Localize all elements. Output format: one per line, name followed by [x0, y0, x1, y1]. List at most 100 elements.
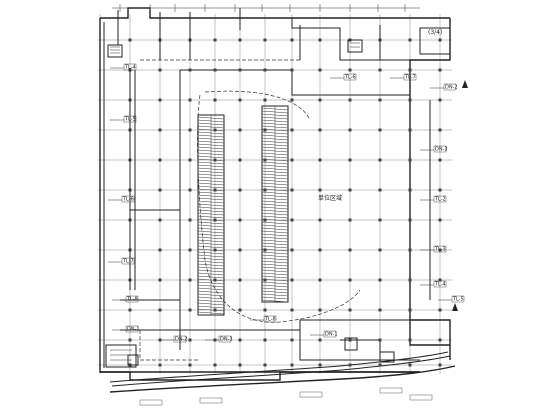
columns	[128, 38, 442, 367]
leader-box	[433, 195, 447, 203]
column	[263, 308, 267, 312]
column	[290, 128, 294, 132]
leader-label: DN-2	[445, 85, 458, 91]
column	[158, 363, 162, 367]
leader-box	[323, 330, 337, 338]
column	[188, 363, 192, 367]
column	[348, 338, 352, 342]
column	[263, 158, 267, 162]
leader-box	[403, 73, 417, 81]
column	[318, 278, 322, 282]
column	[213, 278, 217, 282]
leader-box	[433, 145, 447, 153]
top-dimension-ticks	[112, 4, 420, 12]
column	[348, 98, 352, 102]
column	[318, 38, 322, 42]
column	[213, 363, 217, 367]
column	[213, 218, 217, 222]
column	[318, 338, 322, 342]
column	[213, 98, 217, 102]
column	[408, 158, 412, 162]
column	[128, 338, 132, 342]
column	[378, 128, 382, 132]
stair-top-mid	[347, 39, 363, 53]
leader-label: TL-3	[434, 247, 446, 253]
bottom-tag-box	[139, 399, 163, 406]
leader-label: DN-3	[435, 147, 448, 153]
column	[378, 188, 382, 192]
column	[378, 248, 382, 252]
column	[408, 68, 412, 72]
bottom-tag-box	[299, 391, 323, 398]
column	[378, 278, 382, 282]
column	[263, 98, 267, 102]
column	[158, 248, 162, 252]
column	[213, 308, 217, 312]
stair-top-left	[107, 44, 123, 58]
column	[238, 38, 242, 42]
column	[238, 158, 242, 162]
column	[213, 128, 217, 132]
leader-box	[121, 257, 135, 265]
column	[238, 218, 242, 222]
leader-label: DN-1	[127, 327, 140, 333]
column	[408, 308, 412, 312]
stair-bottom-mid	[344, 337, 395, 363]
column	[438, 128, 442, 132]
column	[348, 278, 352, 282]
column	[348, 308, 352, 312]
column	[238, 248, 242, 252]
column	[238, 338, 242, 342]
column	[290, 338, 294, 342]
column	[238, 363, 242, 367]
bottom-dimension-ticks	[139, 387, 433, 406]
column	[158, 278, 162, 282]
column	[290, 68, 294, 72]
column	[318, 363, 322, 367]
leader-label: TL-6	[122, 197, 134, 203]
column	[238, 98, 242, 102]
leader-label: TL-7	[404, 75, 416, 81]
column	[318, 248, 322, 252]
column	[290, 218, 294, 222]
column	[213, 68, 217, 72]
leader-label: TL-6	[344, 75, 356, 81]
column	[348, 363, 352, 367]
column	[188, 68, 192, 72]
column	[348, 128, 352, 132]
column	[158, 98, 162, 102]
leader-label: DN-2	[175, 337, 188, 343]
column	[263, 338, 267, 342]
column	[290, 158, 294, 162]
leader-box	[125, 295, 139, 303]
leader-box	[263, 315, 277, 323]
direction-arrow-icon	[452, 80, 468, 311]
column	[188, 158, 192, 162]
column	[318, 158, 322, 162]
leader-box	[125, 325, 139, 333]
leader-label: DN-3	[220, 337, 233, 343]
column	[318, 188, 322, 192]
column	[213, 38, 217, 42]
column	[188, 128, 192, 132]
leader-box	[123, 115, 137, 123]
column	[408, 248, 412, 252]
column	[318, 218, 322, 222]
column	[318, 308, 322, 312]
column	[348, 248, 352, 252]
column	[438, 38, 442, 42]
column	[188, 248, 192, 252]
column	[378, 338, 382, 342]
column	[438, 188, 442, 192]
grid-tag: (3/4)	[428, 29, 442, 36]
column	[158, 188, 162, 192]
column	[158, 128, 162, 132]
column	[408, 338, 412, 342]
column	[378, 98, 382, 102]
column	[348, 188, 352, 192]
column	[158, 158, 162, 162]
column	[378, 218, 382, 222]
column	[438, 278, 442, 282]
column	[158, 68, 162, 72]
leader-label: TL-4	[434, 282, 446, 288]
